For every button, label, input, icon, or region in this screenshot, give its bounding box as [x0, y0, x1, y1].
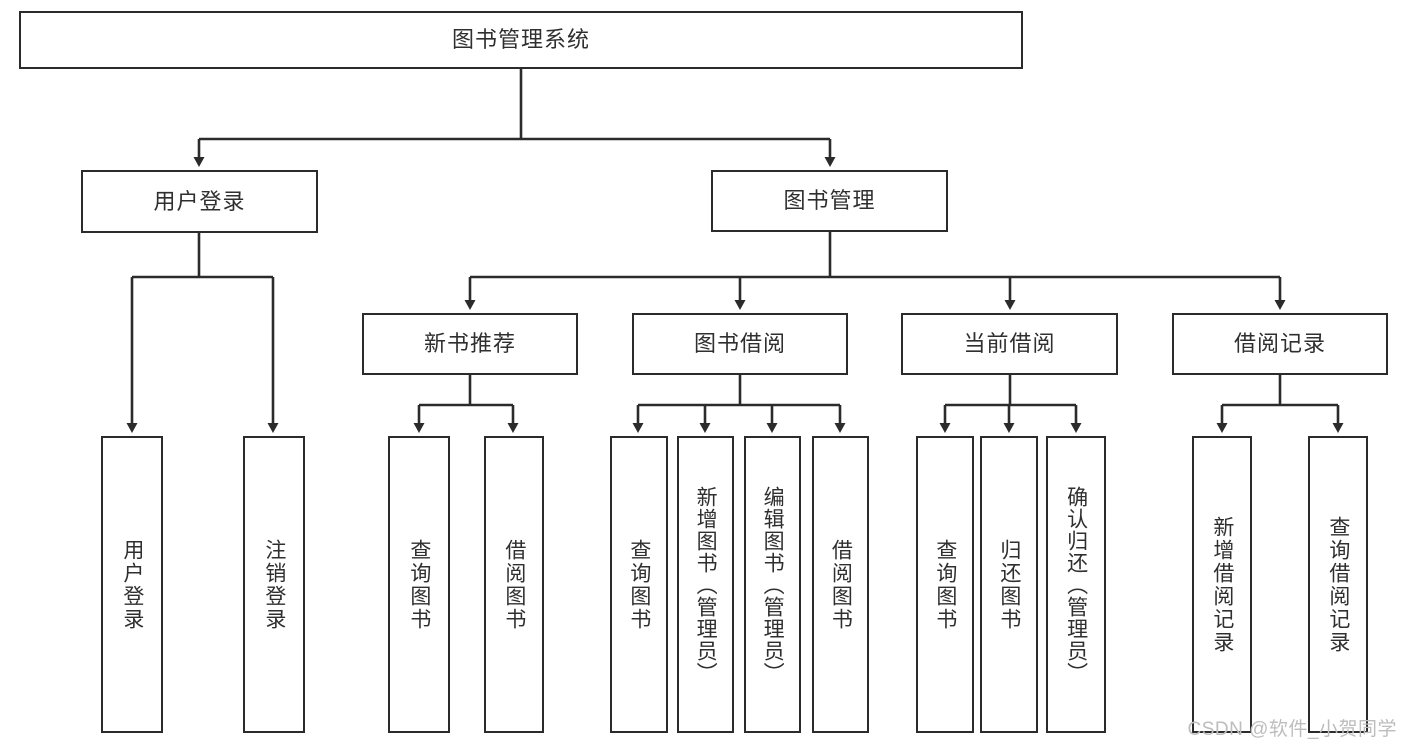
node-book-borrow-label: 图书借阅 [693, 331, 786, 356]
node-root[interactable]: 图书管理系统 [19, 11, 1023, 69]
watermark: CSDN @软件_小贺同学 [1187, 719, 1397, 740]
leaf-query-borrow-record-label: 查询借阅记录 [1326, 515, 1350, 654]
leaf-borrow-book-recommend-label: 借阅图书 [502, 538, 526, 631]
leaf-edit-book-admin[interactable]: 编辑图书（管理员） [744, 436, 801, 733]
leaf-add-borrow-record[interactable]: 新增借阅记录 [1192, 436, 1252, 733]
leaf-query-borrow-record[interactable]: 查询借阅记录 [1308, 436, 1368, 733]
leaf-return-book-label: 归还图书 [997, 538, 1021, 631]
node-book-management-label: 图书管理 [783, 188, 876, 213]
leaf-borrow-book-borrow-label: 借阅图书 [829, 538, 853, 631]
leaf-add-book-admin-label: 新增图书（管理员） [694, 485, 718, 684]
leaf-return-book[interactable]: 归还图书 [980, 436, 1038, 733]
leaf-query-book-borrow[interactable]: 查询图书 [610, 436, 668, 733]
leaf-user-login-label: 用户登录 [120, 538, 144, 631]
leaf-query-book-borrow-label: 查询图书 [627, 538, 651, 631]
node-root-label: 图书管理系统 [451, 27, 590, 52]
node-current-borrow-label: 当前借阅 [963, 331, 1056, 356]
node-user-login[interactable]: 用户登录 [81, 170, 318, 233]
node-book-borrow[interactable]: 图书借阅 [632, 313, 848, 375]
node-borrow-record[interactable]: 借阅记录 [1172, 313, 1388, 375]
leaf-edit-book-admin-label: 编辑图书（管理员） [761, 485, 785, 684]
node-new-book-recommend-label: 新书推荐 [423, 331, 516, 356]
leaf-confirm-return-admin-label: 确认归还（管理员） [1064, 485, 1088, 684]
node-current-borrow[interactable]: 当前借阅 [901, 313, 1118, 375]
leaf-query-book-recommend[interactable]: 查询图书 [388, 436, 450, 733]
leaf-add-borrow-record-label: 新增借阅记录 [1210, 515, 1234, 654]
node-user-login-label: 用户登录 [153, 188, 246, 214]
node-borrow-record-label: 借阅记录 [1233, 331, 1326, 356]
leaf-user-login[interactable]: 用户登录 [101, 436, 163, 733]
leaf-logout-label: 注销登录 [262, 538, 286, 631]
leaf-borrow-book-borrow[interactable]: 借阅图书 [812, 436, 869, 733]
leaf-add-book-admin[interactable]: 新增图书（管理员） [677, 436, 734, 733]
leaf-logout[interactable]: 注销登录 [243, 436, 305, 733]
leaf-borrow-book-recommend[interactable]: 借阅图书 [484, 436, 544, 733]
leaf-query-book-current[interactable]: 查询图书 [916, 436, 974, 733]
leaf-confirm-return-admin[interactable]: 确认归还（管理员） [1046, 436, 1106, 733]
leaf-query-book-current-label: 查询图书 [933, 538, 957, 631]
node-new-book-recommend[interactable]: 新书推荐 [362, 313, 578, 375]
node-book-management[interactable]: 图书管理 [711, 170, 948, 232]
leaf-query-book-recommend-label: 查询图书 [407, 538, 431, 631]
